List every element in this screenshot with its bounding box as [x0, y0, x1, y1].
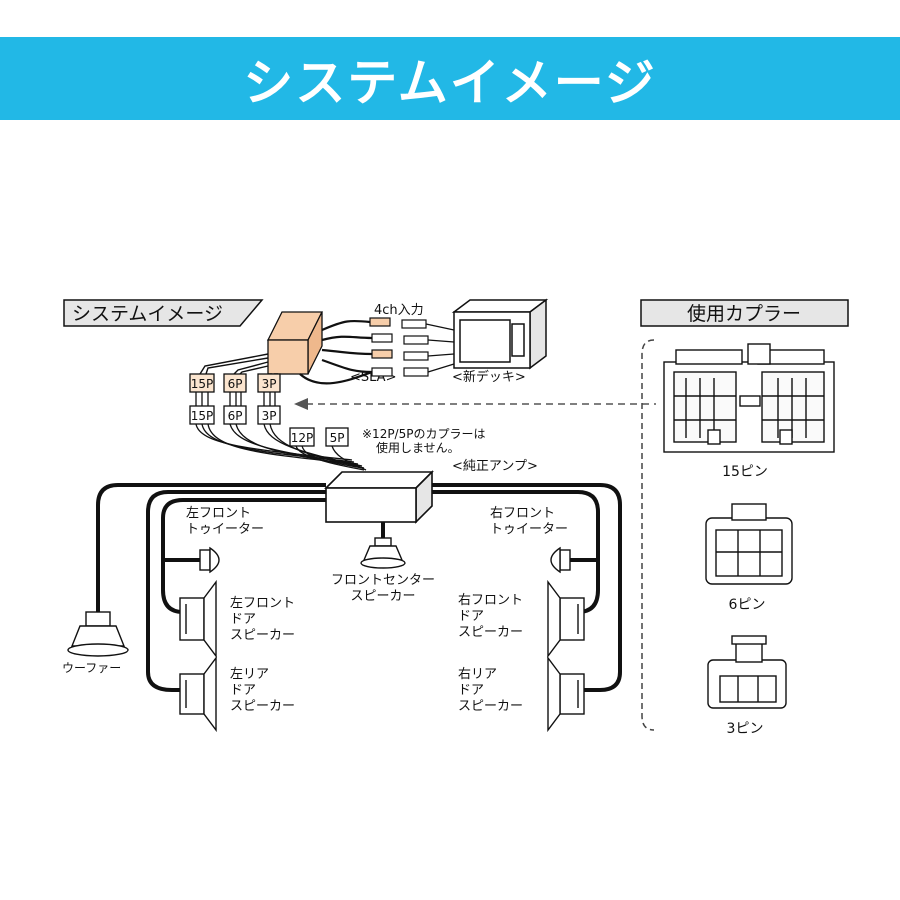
sla-to-connector-wires — [199, 353, 278, 375]
top-connector-15p: 15P — [191, 377, 214, 391]
left-front-door-label-1: 左フロント — [230, 596, 295, 611]
right-rear-door-label-1: 右リア — [458, 667, 497, 682]
top-connectors: 15P 6P 3P — [189, 373, 281, 393]
amp-harness — [195, 423, 367, 471]
note-line-2: 使用しません。 — [376, 440, 460, 455]
unused-connectors: 12P 5P — [289, 427, 349, 447]
right-front-door-speaker-icon — [547, 579, 585, 659]
right-tweeter-icon — [550, 546, 571, 574]
coupler-6pin-icon — [705, 503, 793, 585]
rca-plugs — [369, 317, 455, 377]
top-connector-6p: 6P — [228, 377, 243, 391]
coupler-tab: 使用カプラー — [640, 299, 849, 327]
top-connector-3p: 3P — [262, 377, 277, 391]
rca-cables — [299, 319, 373, 385]
amp-label: <純正アンプ> — [452, 459, 538, 474]
mid-connector-15p: 15P — [191, 409, 214, 423]
coupler-3pin-icon — [707, 635, 787, 709]
coupler-pointer-arrow — [294, 398, 656, 410]
right-front-door-label-1: 右フロント — [458, 593, 523, 608]
left-front-door-speaker-icon — [179, 579, 217, 659]
coupler-15pin-icon — [663, 343, 835, 453]
woofer-icon — [67, 611, 129, 657]
left-rear-door-speaker-icon — [179, 655, 217, 733]
coupler-6pin-label: 6ピン — [729, 597, 766, 613]
banner-title: システムイメージ — [243, 53, 657, 112]
left-tweeter-icon — [199, 546, 220, 574]
coupler-15pin-label: 15ピン — [722, 464, 768, 480]
amplifier — [324, 470, 434, 524]
head-unit — [451, 298, 549, 370]
title-banner: システムイメージ — [0, 37, 900, 120]
left-rear-door-label-2: ドア — [230, 683, 256, 698]
deck-label: <新デッキ> — [452, 369, 526, 385]
mid-connector-3p: 3P — [262, 409, 277, 423]
coupler-3pin-label: 3ピン — [727, 721, 764, 737]
connector-link-wires — [195, 392, 276, 406]
speaker-wiring — [96, 483, 622, 692]
right-tweeter-label-2: トゥイーター — [490, 522, 568, 537]
input-label: 4ch入力 — [374, 303, 424, 318]
left-front-door-label-2: ドア — [230, 612, 256, 627]
unused-connector-12p: 12P — [291, 431, 314, 445]
right-rear-door-label-3: スピーカー — [458, 699, 523, 714]
center-speaker-label-2: スピーカー — [350, 589, 415, 604]
left-front-door-label-3: スピーカー — [230, 628, 295, 643]
left-rear-door-label-3: スピーカー — [230, 699, 295, 714]
coupler-tab-label: 使用カプラー — [687, 303, 801, 325]
left-rear-door-label-1: 左リア — [230, 667, 269, 682]
center-speaker-label-1: フロントセンター — [331, 573, 435, 588]
note-line-1: ※12P/5Pのカプラーは — [362, 427, 485, 441]
left-tweeter-label-1: 左フロント — [186, 506, 251, 521]
right-rear-door-speaker-icon — [547, 655, 585, 733]
woofer-label: ウーファー — [62, 661, 121, 675]
right-front-door-label-3: スピーカー — [458, 625, 523, 640]
right-rear-door-label-2: ドア — [458, 683, 484, 698]
coupler-bracket — [641, 339, 655, 731]
left-tweeter-label-2: トゥイーター — [186, 522, 264, 537]
right-tweeter-label-1: 右フロント — [490, 506, 555, 521]
system-image-tab: システムイメージ — [63, 299, 264, 327]
system-image-tab-label: システムイメージ — [72, 303, 223, 325]
unused-connector-5p: 5P — [330, 431, 345, 445]
sla-unit — [266, 311, 324, 375]
mid-connectors: 15P 6P 3P — [189, 405, 281, 425]
right-front-door-label-2: ドア — [458, 609, 484, 624]
mid-connector-6p: 6P — [228, 409, 243, 423]
center-speaker-icon — [360, 537, 406, 569]
